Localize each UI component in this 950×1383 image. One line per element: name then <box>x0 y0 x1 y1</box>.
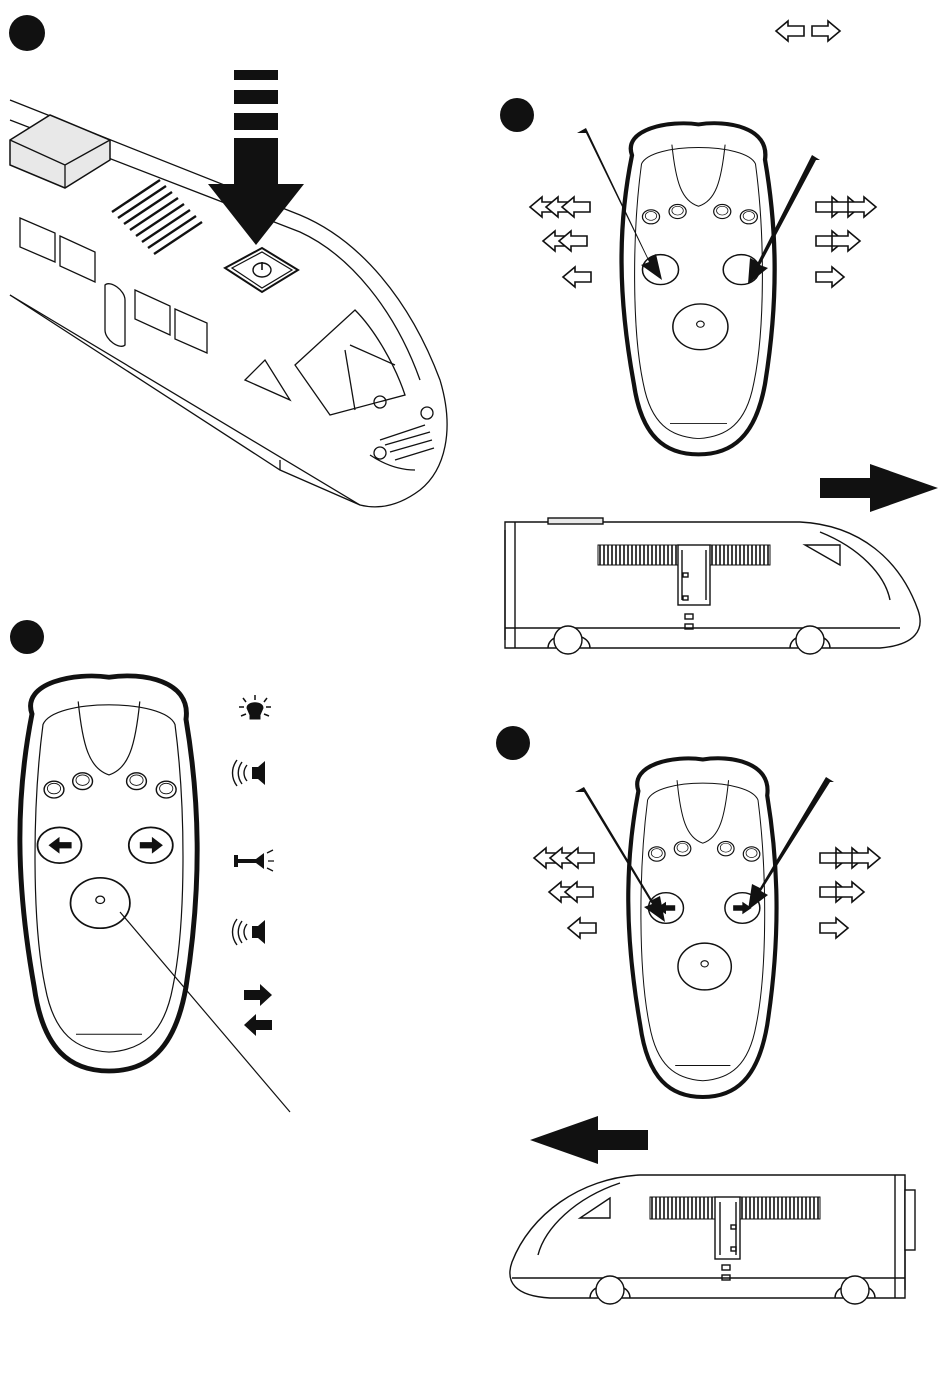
speaker-sound-icon <box>233 919 266 945</box>
direction-arrows-icon <box>244 984 272 1036</box>
light-bulb-icon <box>239 695 271 719</box>
speed-levels-reverse-step2 <box>530 197 591 287</box>
step-1-badge <box>9 15 45 51</box>
remote-control-legend <box>20 676 197 1071</box>
speed-levels-reverse-step4 <box>534 848 596 938</box>
speaker-sound-icon <box>233 760 266 786</box>
train-direction-forward-arrow <box>820 464 938 512</box>
train-side-view-step4 <box>510 1175 915 1304</box>
power-button[interactable] <box>225 248 298 292</box>
horn-icon <box>234 850 274 871</box>
step-4-badge <box>496 726 530 760</box>
train-direction-reverse-arrow <box>530 1116 648 1164</box>
step-2-badge <box>500 98 534 132</box>
remote-control-step2 <box>622 123 775 454</box>
train-top-view <box>10 100 447 507</box>
train-side-view-step2 <box>505 518 920 654</box>
speed-levels-forward-step4 <box>820 848 880 938</box>
press-down-arrow-icon <box>208 70 304 245</box>
direction-pair-icon <box>776 21 840 41</box>
step-3-badge <box>10 620 44 654</box>
remote-control-step4 <box>628 758 776 1097</box>
speed-levels-forward-step2 <box>816 197 876 287</box>
